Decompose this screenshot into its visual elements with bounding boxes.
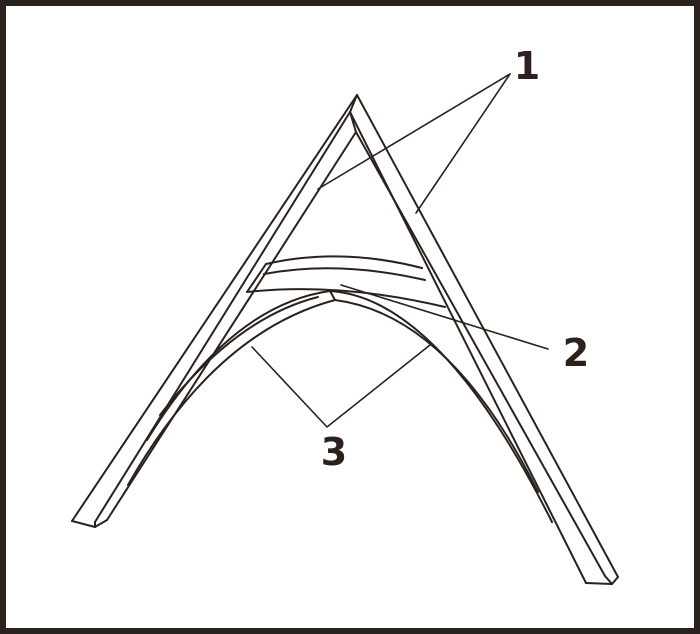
- callout-2-label: 2: [563, 331, 589, 375]
- leader-lines: [251, 73, 549, 428]
- left-rafter: [71, 94, 358, 528]
- callout-3-label: 3: [321, 430, 347, 474]
- right-rafter: [349, 94, 619, 585]
- collar-tie: [246, 255, 446, 308]
- callout-1-label: 1: [514, 44, 540, 88]
- arched-braces: [127, 290, 553, 523]
- truss-diagram: 1 2 3: [71, 44, 619, 585]
